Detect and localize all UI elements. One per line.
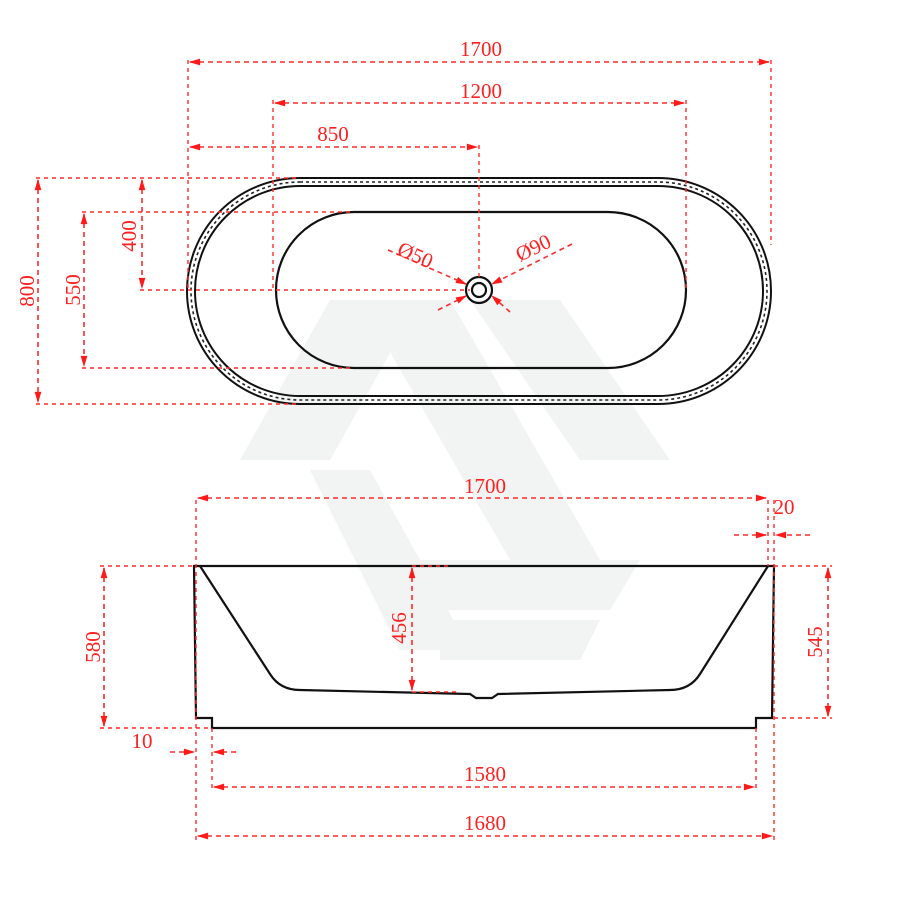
watermark-logo [240,300,670,660]
label-side-wall-height: 545 [803,626,827,658]
label-side-inner-depth: 456 [387,612,411,644]
label-side-rim-thickness: 20 [774,495,795,519]
label-side-base-length: 1680 [464,811,506,835]
tub-side-inner-profile [199,565,769,700]
tub-rim-inner-edge [194,185,764,397]
label-top-waste-from-edge: 400 [117,220,141,252]
tub-outer-rim-outline [186,177,772,405]
tub-basin-outline [274,210,688,370]
label-side-plinth-inset: 10 [132,729,153,753]
label-side-plinth-length: 1580 [464,762,506,786]
waste-inner-ring [470,281,488,299]
label-top-basin-length: 1200 [460,79,502,103]
label-top-waste-from-end: 850 [317,122,349,146]
label-side-overall-length: 1700 [464,474,506,498]
label-top-basin-width: 550 [61,274,85,306]
label-waste-outer-diameter: Ø90 [512,229,555,266]
side-view: 1700 20 580 456 545 10 1580 1680 [81,474,832,840]
label-top-overall-width: 800 [15,275,39,307]
label-top-overall-length: 1700 [460,37,502,61]
tub-rim-pattern [190,181,768,401]
label-side-overall-height: 580 [81,631,105,663]
